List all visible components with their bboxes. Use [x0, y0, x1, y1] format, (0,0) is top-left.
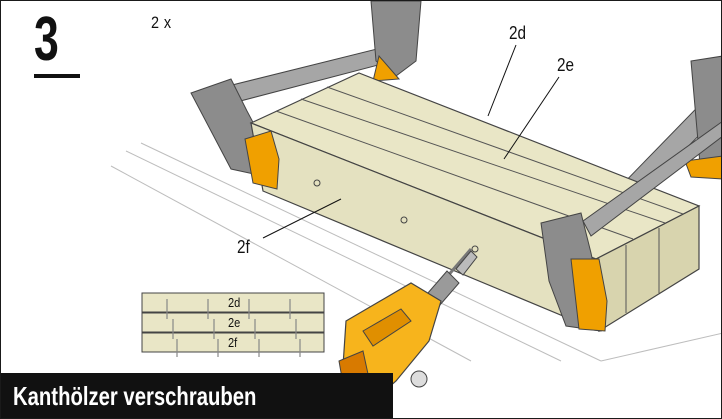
label-2e: 2e [557, 55, 575, 75]
label-2f: 2f [237, 237, 250, 257]
step-number-underline [34, 74, 80, 78]
wood-block [249, 72, 701, 333]
floor-lines [110, 142, 721, 362]
legend-row-2e: 2e [228, 315, 241, 330]
screwdriver-drill-icon [338, 248, 478, 402]
step-number: 3 [34, 5, 59, 74]
step-caption-text: Kanthölzer verschrauben [13, 380, 257, 411]
bar-clamp-icon [190, 1, 422, 177]
legend-row-2f: 2f [228, 335, 238, 350]
leader-lines [262, 44, 560, 239]
board-legend-diagram [141, 292, 325, 357]
bar-clamp-icon [540, 121, 721, 332]
quantity-label: 2 x [151, 13, 172, 32]
bar-clamp-icon [244, 130, 280, 190]
step-caption: Kanthölzer verschrauben [1, 373, 393, 418]
label-2d: 2d [509, 23, 527, 43]
legend-row-2d: 2d [228, 295, 241, 310]
